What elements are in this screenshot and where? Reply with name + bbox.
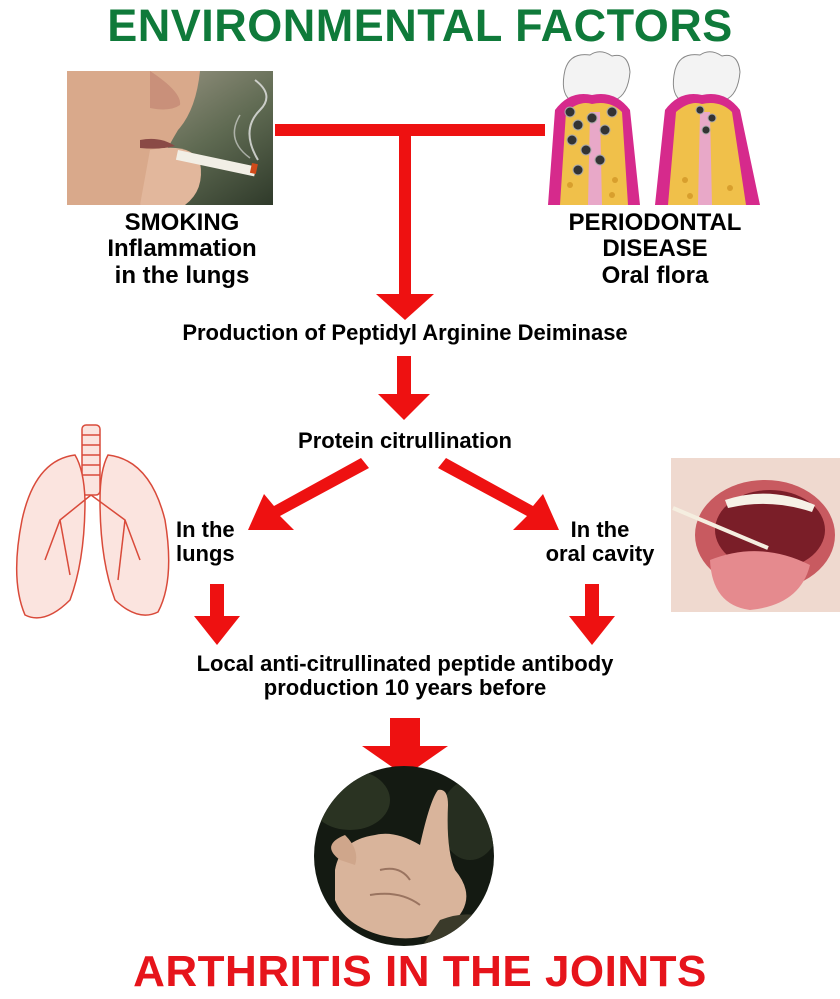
footer-title: ARTHRITIS IN THE JOINTS xyxy=(0,944,840,999)
